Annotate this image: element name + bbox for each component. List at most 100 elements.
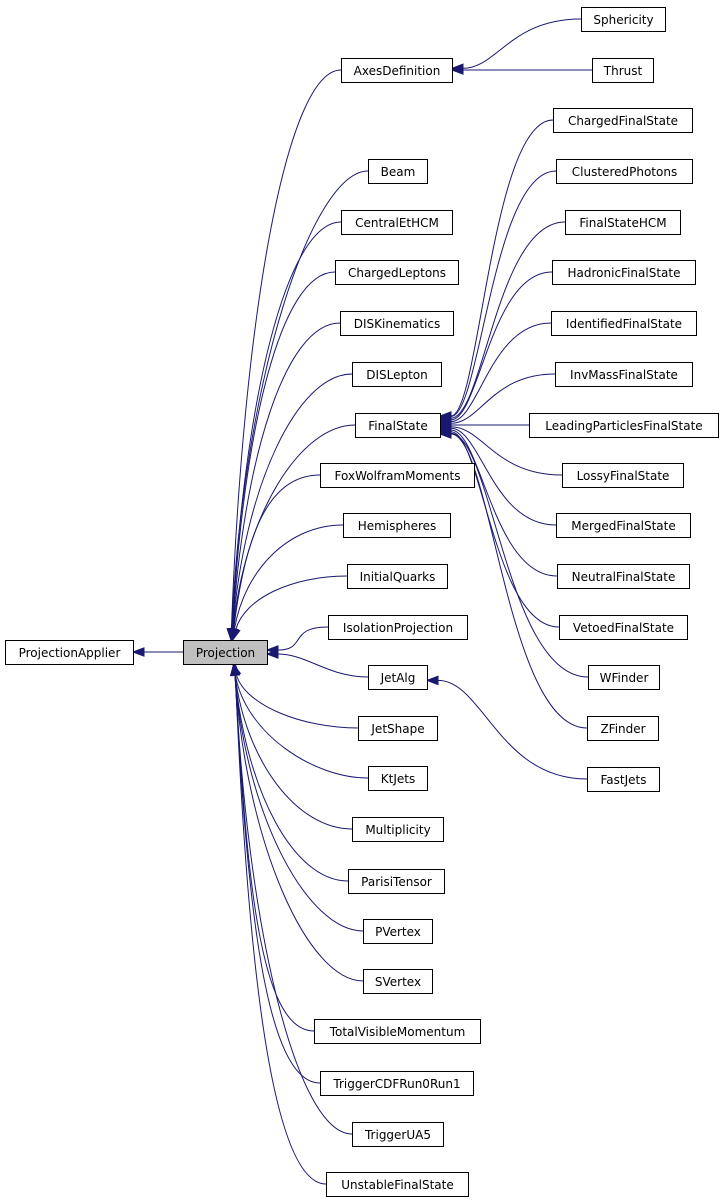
class-label: MergedFinalState — [571, 519, 676, 533]
edge-svertex-to-projection — [234, 674, 364, 982]
class-label: FinalStateHCM — [579, 216, 666, 230]
edge-vetoed-final-state-to-final-state — [450, 431, 560, 628]
class-box — [320, 1071, 474, 1096]
class-box — [326, 1172, 469, 1197]
class-node-dis-kinematics[interactable]: DISKinematics — [340, 311, 454, 336]
class-box — [5, 640, 134, 665]
class-node-charged-leptons[interactable]: ChargedLeptons — [335, 260, 459, 285]
edge-zfinder-to-final-state-arrowhead — [438, 429, 452, 439]
class-label: TriggerUA5 — [364, 1128, 431, 1142]
class-box — [368, 766, 428, 791]
edge-multiplicity-to-projection — [234, 674, 353, 830]
class-node-projection-applier[interactable]: ProjectionApplier — [5, 640, 134, 665]
class-node-beam[interactable]: Beam — [368, 159, 428, 184]
class-label: TriggerCDFRun0Run1 — [332, 1077, 460, 1091]
class-box — [581, 7, 666, 32]
class-box — [555, 362, 693, 387]
class-node-central-et-hcm[interactable]: CentralEtHCM — [341, 210, 453, 235]
edge-hemispheres-to-projection — [233, 524, 344, 630]
class-node-parisi-tensor[interactable]: ParisiTensor — [348, 869, 445, 894]
class-label: Hemispheres — [358, 519, 437, 533]
class-node-hadronic-final-state[interactable]: HadronicFinalState — [552, 260, 696, 285]
class-node-jet-shape[interactable]: JetShape — [358, 716, 438, 741]
edge-fast-jets-to-jet-alg — [437, 679, 588, 780]
class-node-charged-final-state[interactable]: ChargedFinalState — [553, 108, 693, 133]
class-node-projection[interactable]: Projection — [183, 640, 268, 665]
class-label: HadronicFinalState — [568, 266, 681, 280]
edge-jet-alg-to-projection-arrowhead — [265, 649, 279, 659]
class-box — [352, 362, 442, 387]
class-node-initial-quarks[interactable]: InitialQuarks — [347, 564, 448, 589]
class-box — [363, 969, 433, 994]
edge-jet-shape-to-projection — [235, 674, 359, 729]
edge-beam-to-projection — [231, 170, 369, 630]
edge-axes-definition-to-projection — [230, 69, 342, 630]
class-node-hemispheres[interactable]: Hemispheres — [343, 513, 451, 538]
class-box — [340, 311, 454, 336]
class-node-isolation-projection[interactable]: IsolationProjection — [328, 615, 468, 640]
class-node-final-state[interactable]: FinalState — [355, 413, 441, 438]
class-node-pvertex[interactable]: PVertex — [363, 919, 433, 944]
class-box — [557, 564, 690, 589]
class-node-clustered-photons[interactable]: ClusteredPhotons — [556, 159, 693, 184]
nodes-layer: ProjectionApplier Projection AxesDefinitio… — [5, 7, 719, 1197]
class-box — [592, 58, 654, 83]
class-node-kt-jets[interactable]: KtJets — [368, 766, 428, 791]
class-node-fast-jets[interactable]: FastJets — [587, 767, 660, 792]
class-node-multiplicity[interactable]: Multiplicity — [352, 817, 444, 842]
class-box — [556, 159, 693, 184]
class-label: Sphericity — [593, 13, 653, 27]
class-label: LossyFinalState — [577, 469, 670, 483]
class-node-svertex[interactable]: SVertex — [363, 969, 433, 994]
class-box — [559, 615, 688, 640]
class-box — [553, 108, 693, 133]
class-label: ClusteredPhotons — [572, 165, 677, 179]
edge-total-visible-momentum-to-projection — [234, 674, 315, 1032]
class-label: ParisiTensor — [361, 875, 432, 889]
edge-fast-jets-to-jet-alg-arrowhead — [425, 675, 439, 686]
edge-kt-jets-to-projection — [234, 674, 369, 779]
class-node-sphericity[interactable]: Sphericity — [581, 7, 666, 32]
class-box — [320, 463, 475, 488]
class-node-total-visible-momentum[interactable]: TotalVisibleMomentum — [314, 1019, 481, 1044]
edge-clustered-photons-to-final-state — [450, 170, 557, 417]
edges-layer — [131, 18, 592, 1185]
class-box — [352, 817, 444, 842]
class-node-leading-particles-final-state[interactable]: LeadingParticlesFinalState — [529, 413, 719, 438]
class-node-zfinder[interactable]: ZFinder — [587, 716, 659, 741]
class-node-wfinder[interactable]: WFinder — [588, 665, 660, 690]
class-node-thrust[interactable]: Thrust — [592, 58, 654, 83]
edge-initial-quarks-to-projection-arrowhead — [231, 627, 241, 642]
class-label: PVertex — [375, 925, 421, 939]
class-node-vetoed-final-state[interactable]: VetoedFinalState — [559, 615, 688, 640]
class-box — [588, 665, 660, 690]
class-node-axes-definition[interactable]: AxesDefinition — [341, 58, 453, 83]
class-label: FoxWolframMoments — [335, 469, 461, 483]
edge-merged-final-state-to-final-state — [450, 427, 557, 526]
edge-charged-leptons-to-projection — [231, 271, 336, 630]
class-label: ProjectionApplier — [19, 646, 121, 660]
class-label: IdentifiedFinalState — [566, 317, 682, 331]
class-node-unstable-final-state[interactable]: UnstableFinalState — [326, 1172, 469, 1197]
class-node-trigger-cdf[interactable]: TriggerCDFRun0Run1 — [320, 1071, 474, 1096]
class-node-fox-wolfram-moments[interactable]: FoxWolframMoments — [320, 463, 475, 488]
class-node-merged-final-state[interactable]: MergedFinalState — [556, 513, 691, 538]
class-node-lossy-final-state[interactable]: LossyFinalState — [562, 463, 684, 488]
class-label: FastJets — [601, 773, 647, 787]
class-node-dis-lepton[interactable]: DISLepton — [352, 362, 442, 387]
class-node-jet-alg[interactable]: JetAlg — [368, 665, 428, 690]
class-label: InitialQuarks — [360, 570, 436, 584]
class-node-inv-mass-final-state[interactable]: InvMassFinalState — [555, 362, 693, 387]
class-node-identified-final-state[interactable]: IdentifiedFinalState — [551, 311, 697, 336]
edge-inv-mass-final-state-to-final-state — [450, 373, 556, 424]
edge-final-state-hcm-to-final-state — [450, 221, 566, 419]
class-node-neutral-final-state[interactable]: NeutralFinalState — [557, 564, 690, 589]
edge-wfinder-to-final-state — [450, 432, 589, 678]
class-label: CentralEtHCM — [355, 216, 439, 230]
edge-hadronic-final-state-to-final-state — [450, 271, 553, 421]
edge-fox-wolfram-moments-to-projection — [233, 474, 321, 630]
edge-trigger-ua5-to-projection — [234, 674, 353, 1135]
class-node-final-state-hcm[interactable]: FinalStateHCM — [565, 210, 681, 235]
edge-parisi-tensor-to-projection — [234, 674, 349, 882]
class-node-trigger-ua5[interactable]: TriggerUA5 — [352, 1122, 444, 1147]
